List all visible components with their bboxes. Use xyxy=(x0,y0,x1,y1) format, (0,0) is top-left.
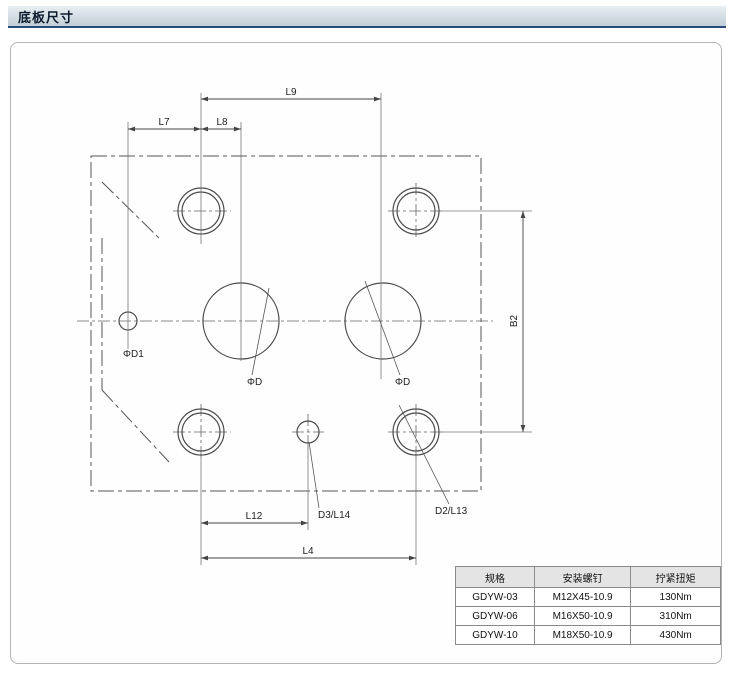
leader-d3-l14 xyxy=(308,441,320,509)
label-phi-d-right: ΦD xyxy=(395,377,410,388)
leader-phi-d-right xyxy=(364,280,401,376)
spec-cell-model: GDYW-06 xyxy=(455,606,535,626)
label-phi-d1: ΦD1 xyxy=(123,349,144,360)
spec-cell-torque: 130Nm xyxy=(630,587,721,607)
label-d2-l13: D2/L13 xyxy=(435,506,468,517)
dimension-labels: L9 L7 L8 B2 L12 L4 D3/L14 D2/L13 ΦD ΦD Φ… xyxy=(123,87,520,557)
spec-cell-screw: M18X50-10.9 xyxy=(533,625,632,645)
leader-d2-l13 xyxy=(398,404,450,505)
drawing-panel: L9 L7 L8 B2 L12 L4 D3/L14 D2/L13 ΦD ΦD Φ… xyxy=(10,42,722,664)
label-phi-d-left: ΦD xyxy=(247,377,262,388)
dimension-lines xyxy=(127,96,526,561)
spec-table-row: GDYW-10 M18X50-10.9 430Nm xyxy=(455,625,721,645)
spec-cell-model: GDYW-10 xyxy=(455,625,535,645)
spec-cell-screw: M12X45-10.9 xyxy=(533,587,632,607)
chamfer-line-top-left xyxy=(101,181,160,239)
page-title: 底板尺寸 xyxy=(18,9,75,25)
chamfer-line-bottom-left xyxy=(101,389,170,463)
leader-phi-d-left xyxy=(251,287,270,376)
label-l4: L4 xyxy=(302,546,314,557)
label-d3-l14: D3/L14 xyxy=(318,510,351,521)
label-l9: L9 xyxy=(285,87,297,98)
spec-table-row: GDYW-06 M16X50-10.9 310Nm xyxy=(455,606,721,626)
section-header: 底板尺寸 xyxy=(8,6,726,28)
spec-table-row: GDYW-03 M12X45-10.9 130Nm xyxy=(455,587,721,607)
mounting-hole-bottom-left xyxy=(177,408,225,456)
spec-table: 规格 安装螺钉 拧紧扭矩 GDYW-03 M12X45-10.9 130Nm G… xyxy=(455,566,721,645)
base-plate-drawing: L9 L7 L8 B2 L12 L4 D3/L14 D2/L13 ΦD ΦD Φ… xyxy=(77,87,532,565)
spec-cell-torque: 430Nm xyxy=(630,625,721,645)
leader-lines xyxy=(251,280,450,509)
spec-cell-model: GDYW-03 xyxy=(455,587,535,607)
extension-lines xyxy=(127,93,532,565)
drain-hole-bottom-center xyxy=(296,420,320,444)
spec-cell-screw: M16X50-10.9 xyxy=(533,606,632,626)
label-b2: B2 xyxy=(509,314,520,327)
spec-table-header-spec: 规格 xyxy=(455,566,535,588)
plate-outline xyxy=(90,155,482,492)
centerlines xyxy=(77,183,493,460)
main-port-hole-right xyxy=(344,282,422,360)
label-l7: L7 xyxy=(158,117,170,128)
spec-table-header-torque: 拧紧扭矩 xyxy=(630,566,721,588)
mounting-hole-top-right xyxy=(392,187,440,235)
holes xyxy=(118,187,440,456)
label-l8: L8 xyxy=(216,117,228,128)
spec-table-header-row: 规格 安装螺钉 拧紧扭矩 xyxy=(455,566,721,588)
spec-cell-torque: 310Nm xyxy=(630,606,721,626)
mounting-hole-bottom-right xyxy=(392,408,440,456)
label-l12: L12 xyxy=(246,511,263,522)
spec-table-header-screw: 安装螺钉 xyxy=(533,566,632,588)
